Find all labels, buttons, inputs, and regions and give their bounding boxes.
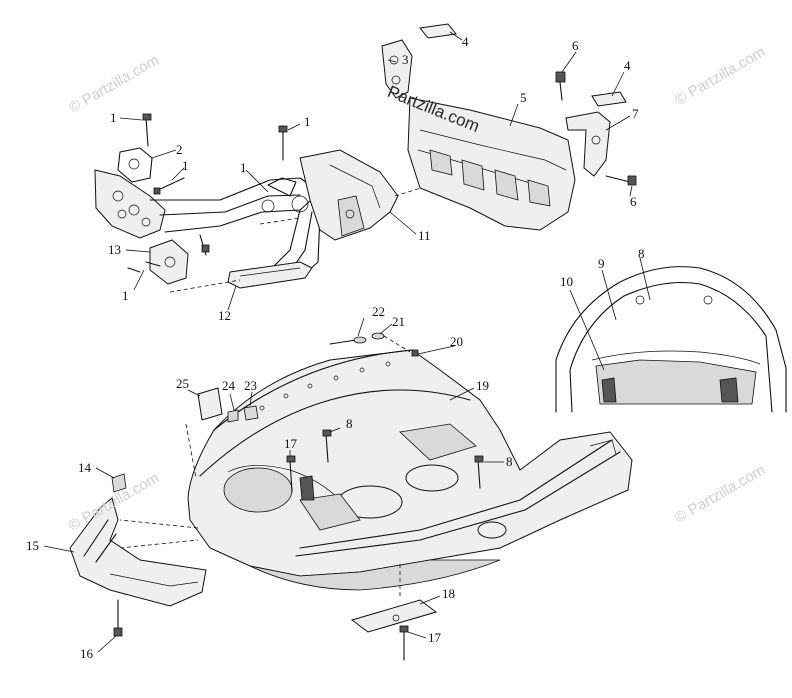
callout-6: 6 (630, 194, 637, 209)
hood-rear-inset (555, 266, 787, 413)
callout-21: 21 (392, 314, 405, 329)
callout-7: 7 (632, 106, 639, 121)
callout-20: 20 (450, 334, 463, 349)
callout-1: 1 (182, 158, 189, 173)
callout-8: 8 (346, 416, 353, 431)
hood-body (119, 349, 633, 591)
callout-11: 11 (418, 228, 431, 243)
callout-8: 8 (506, 454, 513, 469)
front-bumper (69, 473, 207, 637)
skid-plate-18 (350, 599, 438, 661)
callout-5: 5 (520, 90, 527, 105)
callout-15: 15 (26, 538, 39, 553)
callout-1: 1 (304, 114, 311, 129)
bulkhead-assembly (381, 23, 637, 231)
callout-24: 24 (222, 378, 236, 393)
callout-1: 1 (110, 110, 117, 125)
callout-19: 19 (476, 378, 489, 393)
callout-23: 23 (244, 378, 257, 393)
callout-1: 1 (240, 160, 247, 175)
callout-4: 4 (462, 34, 469, 49)
callout-4: 4 (624, 58, 631, 73)
front-frame-assembly (94, 113, 321, 293)
callout-labels: 1 1 1 1 1 2 3 4 4 5 6 6 7 8 8 8 9 10 11 … (26, 34, 645, 661)
mounting-bracket-11 (299, 149, 441, 241)
callout-22: 22 (372, 304, 385, 319)
callout-17: 17 (428, 630, 442, 645)
leader-lines (43, 31, 651, 653)
callout-17: 17 (284, 436, 298, 451)
callout-10: 10 (560, 274, 573, 289)
callout-25: 25 (176, 376, 189, 391)
callout-3: 3 (402, 52, 409, 67)
callout-1: 1 (122, 288, 129, 303)
callout-2: 2 (176, 142, 183, 157)
callout-14: 14 (78, 460, 92, 475)
callout-18: 18 (442, 586, 455, 601)
callout-8: 8 (638, 246, 645, 261)
hood-hardware (185, 332, 484, 596)
callout-16: 16 (80, 646, 94, 661)
callout-9: 9 (598, 256, 605, 271)
callout-12: 12 (218, 308, 231, 323)
callout-13: 13 (108, 242, 121, 257)
callout-6: 6 (572, 38, 579, 53)
